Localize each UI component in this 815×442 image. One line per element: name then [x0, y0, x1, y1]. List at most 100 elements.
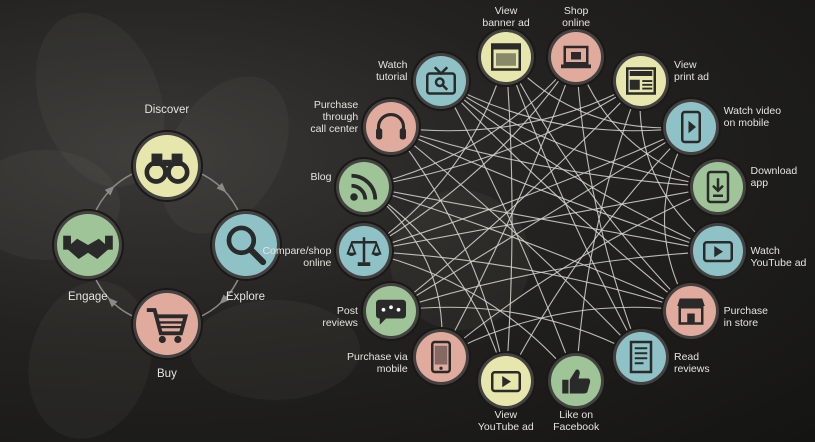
cycle-arrow [104, 185, 115, 196]
network-link [364, 186, 507, 382]
network-link [440, 80, 718, 188]
explore-label: Explore [226, 290, 265, 303]
explore-node [215, 214, 277, 276]
network-link [440, 81, 577, 382]
network-link [364, 56, 507, 252]
network-link [505, 126, 692, 382]
banner-label: View banner ad [482, 4, 530, 29]
facebook-label: Like on Facebook [553, 409, 600, 434]
network-link [505, 56, 642, 357]
handshake-icon [63, 235, 113, 259]
background-flower-petal [190, 300, 360, 400]
network-link [390, 80, 642, 312]
browser-window-icon [490, 42, 521, 71]
cycle-arrow [219, 294, 230, 305]
facebook-node [551, 356, 602, 407]
magnifier-icon [226, 225, 267, 266]
rss-icon [350, 173, 378, 201]
app-label: Download app [750, 164, 798, 189]
network-link [391, 126, 718, 252]
network-link [364, 80, 642, 188]
video_mobile-label: Watch video on mobile [723, 104, 782, 129]
tv-icon [425, 66, 456, 96]
network-link [505, 56, 513, 382]
network-link [440, 186, 718, 358]
engage-label: Engage [68, 290, 108, 303]
reviews_read-node [616, 331, 666, 382]
tutorial-label: Watch tutorial [375, 59, 408, 84]
youtube_watch-label: Watch YouTube ad [750, 245, 807, 270]
compare-node [339, 226, 390, 277]
network-link [364, 186, 691, 312]
phone-play-icon [680, 110, 701, 144]
binoculars-icon [144, 153, 190, 184]
network-link [440, 56, 577, 357]
network-link [664, 126, 692, 312]
tutorial-node [415, 56, 466, 107]
network-link [440, 306, 691, 358]
youtube_view-node [480, 356, 531, 407]
network-link [440, 80, 718, 252]
network-link [391, 80, 642, 132]
cycle-arrow [216, 182, 227, 193]
smartphone-icon [430, 340, 451, 373]
network-link [505, 56, 691, 129]
speech-bubble-icon [376, 299, 407, 325]
shop-node [551, 31, 602, 82]
shopping-cart-icon [146, 308, 189, 344]
purchase_mobile-label: Purchase via mobile [346, 350, 408, 375]
network-links [364, 56, 718, 382]
scales-icon [346, 237, 383, 267]
print-label: View print ad [674, 59, 710, 84]
network-link [390, 126, 642, 358]
callcenter-label: Purchase through call center [310, 98, 359, 135]
network-link [364, 56, 577, 252]
laptop-icon [561, 45, 592, 68]
print-node [616, 56, 666, 107]
storefront-icon [676, 298, 705, 325]
network-link [391, 126, 691, 312]
network-link [364, 250, 691, 312]
video_mobile-node [665, 101, 716, 152]
purchase_mobile-node [415, 331, 466, 382]
cycle-arrows [104, 182, 230, 308]
blog-label: Blog [310, 170, 332, 183]
engage-node [57, 214, 119, 276]
discover-label: Discover [144, 103, 190, 116]
shop-label: Shop online [562, 4, 591, 29]
network-link [391, 126, 718, 188]
network-link [391, 250, 718, 312]
play-button-icon [702, 241, 733, 263]
buy-node [136, 293, 198, 355]
discover-node [136, 135, 198, 197]
store-label: Purchase in store [723, 305, 769, 329]
compare-label: Compare/shop online [262, 245, 332, 270]
play-button-icon [490, 371, 521, 393]
callcenter-node [366, 101, 417, 152]
reviews_read-label: Read reviews [674, 350, 710, 375]
network-link [440, 80, 691, 132]
network-link [364, 126, 691, 252]
cycle-arrow [107, 297, 118, 308]
document-icon [629, 340, 653, 373]
app-node [692, 161, 743, 212]
thumbs-up-icon [562, 369, 591, 394]
youtube_watch-node [692, 226, 743, 277]
banner-node [480, 31, 531, 82]
post-label: Post reviews [322, 305, 358, 329]
store-node [665, 286, 716, 336]
network-link [440, 80, 692, 312]
youtube_view-label: View YouTube ad [477, 409, 534, 434]
network-link [391, 306, 642, 358]
network-link [390, 126, 507, 382]
blog-node [339, 161, 390, 212]
tablet-download-icon [706, 170, 729, 203]
network-link [364, 250, 577, 382]
headset-icon [376, 112, 407, 140]
post-node [366, 286, 417, 336]
buy-label: Buy [157, 367, 177, 380]
network-link [364, 56, 577, 188]
newspaper-icon [626, 67, 656, 96]
